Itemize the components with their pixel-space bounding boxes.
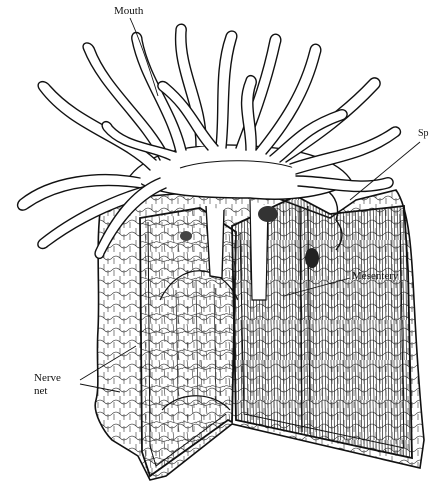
mouth-label: Mouth — [114, 5, 143, 17]
mesentery-label: Mesentery — [352, 270, 398, 282]
nerve-net-label: Nerve net — [34, 372, 61, 398]
nerve-net-label-line2: net — [34, 385, 61, 398]
nerve-net-label-line1: Nerve — [34, 372, 61, 385]
body-column — [95, 188, 424, 480]
sp-label: Sp — [418, 128, 429, 140]
